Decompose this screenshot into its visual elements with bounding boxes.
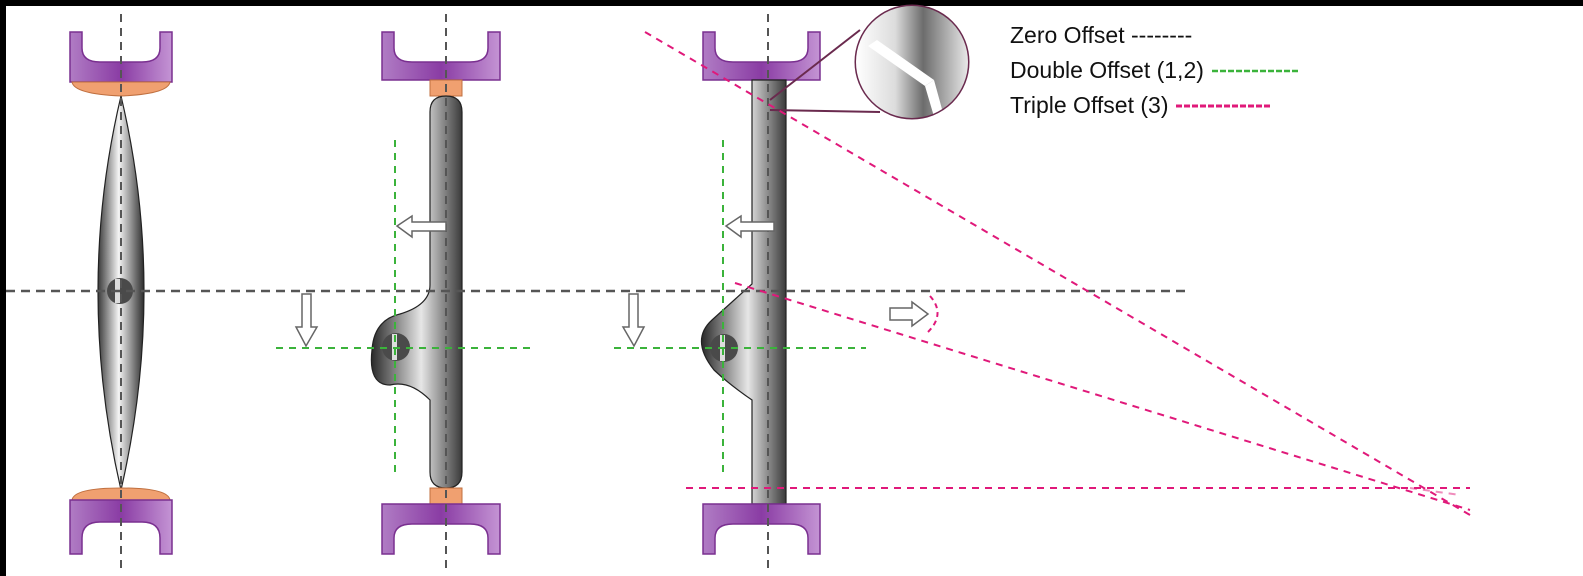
valve-triple-offset <box>614 4 970 570</box>
legend-item-zero-offset: Zero Offset -------- <box>1010 18 1302 53</box>
disc <box>370 95 463 489</box>
seat-bottom <box>69 499 173 555</box>
seat-top <box>381 31 501 81</box>
valve-double-offset <box>276 14 530 570</box>
angle-arc <box>927 295 939 333</box>
legend-item-double-offset: Double Offset (1,2) <box>1010 53 1302 88</box>
valve-zero-offset <box>69 14 173 570</box>
offset-arrow-right <box>889 300 930 328</box>
legend-swatch-magenta <box>1176 104 1273 107</box>
offset-arrow-left <box>395 214 447 239</box>
seat-top <box>702 31 821 81</box>
seat-bottom <box>702 503 821 555</box>
seat-bottom <box>381 503 501 555</box>
legend-label: Double Offset (1,2) <box>1010 57 1204 83</box>
legend-item-triple-offset: Triple Offset (3) <box>1010 88 1302 123</box>
seat-top <box>69 31 173 83</box>
legend-label: Zero Offset -------- <box>1010 22 1193 48</box>
offset-arrow-left <box>724 214 775 239</box>
legend: Zero Offset -------- Double Offset (1,2)… <box>1010 18 1302 123</box>
magnifier-detail <box>769 4 970 120</box>
offset-arrow-down <box>294 293 319 348</box>
legend-label: Triple Offset (3) <box>1010 92 1169 118</box>
triple-offset-cone-lines <box>644 31 1471 516</box>
offset-arrow-down <box>621 293 646 348</box>
legend-swatch-green <box>1211 69 1300 72</box>
